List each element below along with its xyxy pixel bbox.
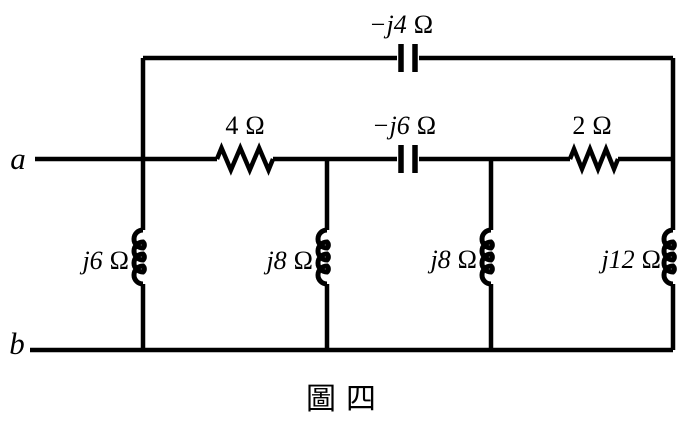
inductor-j8-left-coil xyxy=(315,227,331,287)
capacitor-top xyxy=(398,44,418,72)
resistor-4ohm xyxy=(214,142,276,176)
terminal-b-label: b xyxy=(9,326,25,361)
figure-caption: 圖四 xyxy=(306,383,386,416)
capacitor-mid xyxy=(398,145,418,173)
terminal-a-label: a xyxy=(10,141,26,176)
inductor-j12-coil xyxy=(661,227,677,287)
resistor-2ohm xyxy=(567,142,621,176)
inductor-j6-coil xyxy=(131,227,147,287)
inductor-j8-right-coil xyxy=(479,227,495,287)
